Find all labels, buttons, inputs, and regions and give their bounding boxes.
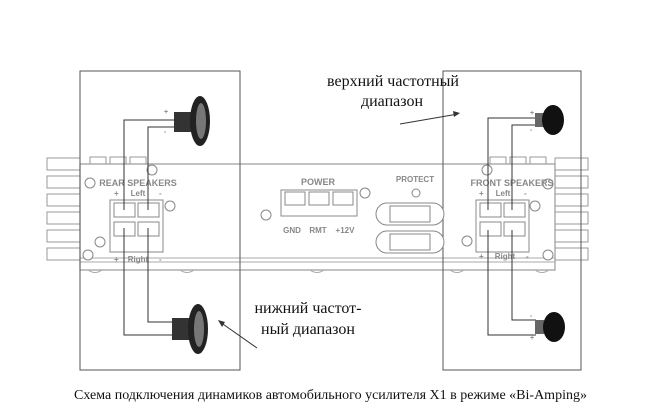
polarity-plus: + bbox=[164, 109, 168, 116]
heatsink-tabs bbox=[89, 156, 547, 165]
front-frame bbox=[442, 70, 582, 371]
rear-right-woofer-icon bbox=[172, 304, 208, 354]
front-right-plus: + bbox=[479, 252, 484, 261]
rmt-label: RMT bbox=[309, 226, 326, 235]
front-left-minus: - bbox=[524, 189, 527, 198]
fuse-icons bbox=[375, 202, 445, 254]
figure-caption: Схема подключения динамиков автомобильно… bbox=[74, 388, 587, 403]
polarity-plus: + bbox=[530, 110, 534, 117]
rear-right-plus: + bbox=[114, 255, 119, 264]
heatsink-right bbox=[554, 157, 589, 261]
low-range-label-1: нижний частот- bbox=[254, 300, 361, 317]
plus12v-label: +12V bbox=[336, 226, 356, 235]
rear-right-label: Right bbox=[128, 255, 149, 264]
polarity-minus: - bbox=[530, 127, 533, 134]
rear-left-minus: - bbox=[159, 189, 162, 198]
rear-frame bbox=[79, 70, 241, 371]
rear-left-label: Left bbox=[131, 189, 146, 198]
mounting-feet bbox=[87, 269, 550, 273]
protect-label: PROTECT bbox=[396, 175, 434, 184]
screw-icons bbox=[82, 164, 554, 261]
front-left-label: Left bbox=[496, 189, 511, 198]
front-right-label: Right bbox=[495, 252, 516, 261]
polarity-plus: + bbox=[530, 335, 534, 342]
rear-left-woofer-icon bbox=[174, 96, 210, 146]
low-range-label-2: ный диапазон bbox=[261, 321, 355, 338]
arrow-high bbox=[399, 113, 459, 125]
front-right-minus: - bbox=[526, 252, 529, 261]
rear-right-minus: - bbox=[159, 255, 162, 264]
power-label: POWER bbox=[301, 177, 336, 187]
arrow-low bbox=[219, 321, 258, 349]
front-left-plus: + bbox=[479, 189, 484, 198]
heatsink-left bbox=[46, 157, 81, 261]
gnd-label: GND bbox=[283, 226, 301, 235]
speaker-wires bbox=[123, 117, 536, 336]
rear-speakers-label: REAR SPEAKERS bbox=[99, 178, 177, 188]
front-right-tweeter-icon bbox=[535, 312, 565, 342]
high-range-label-2: диапазон bbox=[361, 93, 423, 110]
polarity-minus: - bbox=[164, 129, 167, 136]
high-range-label-1: верхний частотный bbox=[327, 73, 459, 90]
front-left-tweeter-icon bbox=[535, 105, 564, 135]
polarity-minus: - bbox=[530, 313, 533, 320]
rear-left-plus: + bbox=[114, 189, 119, 198]
protect-led bbox=[411, 188, 421, 198]
